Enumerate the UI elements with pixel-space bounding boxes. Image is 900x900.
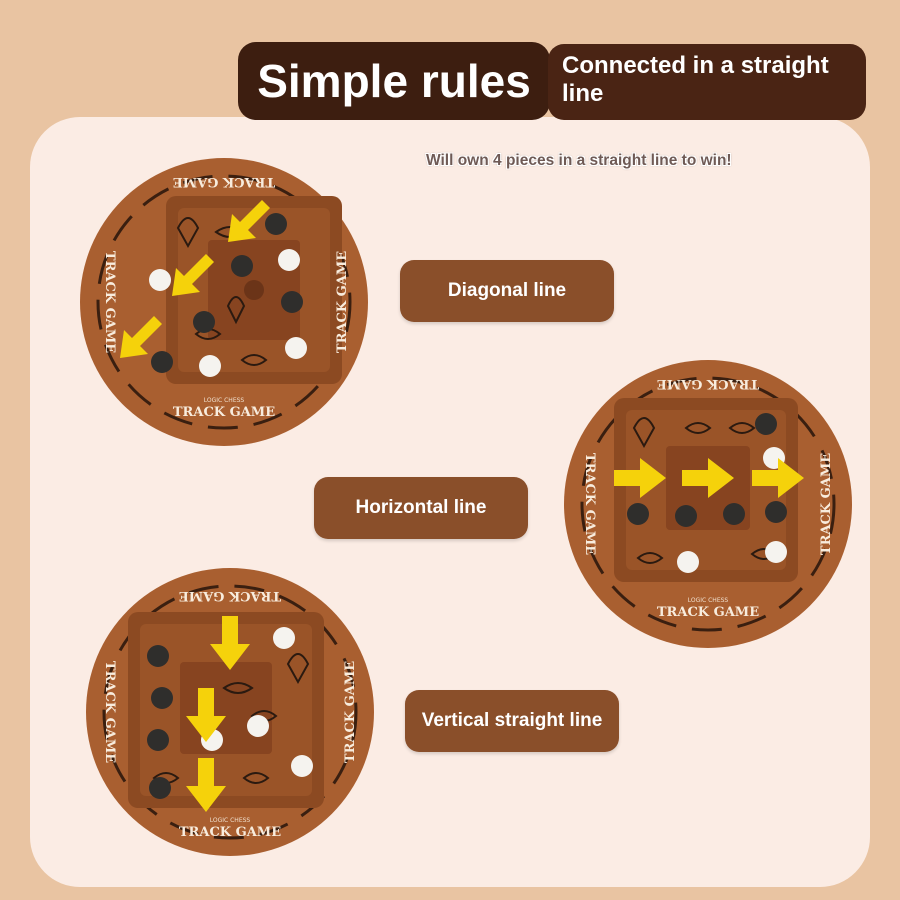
title-banner: Simple rules (238, 42, 550, 120)
board-name-left: TRACK GAME (102, 661, 117, 763)
board-tagline-bottom: LOGIC CHESS (210, 817, 251, 824)
label-diagonal-line: Diagonal line (400, 260, 614, 322)
board-vertical: TRACK GAME LOGIC CHESS TRACK GAME TRACK … (84, 566, 376, 858)
board-name-right: TRACK GAME (343, 661, 358, 763)
board-name-right: TRACK GAME (335, 251, 350, 353)
board-tagline-bottom: LOGIC CHESS (688, 597, 729, 604)
board-horizontal: TRACK GAME LOGIC CHESS TRACK GAME TRACK … (562, 358, 854, 650)
board-name-bottom: TRACK GAME (173, 405, 275, 420)
board-name-top: TRACK GAME (657, 376, 759, 391)
page-title: Simple rules (257, 55, 531, 107)
board-diagonal: TRACK GAME LOGIC CHESS TRACK GAME TRACK … (78, 156, 370, 448)
board-name-bottom: TRACK GAME (657, 605, 759, 620)
board-name-top: TRACK GAME (173, 174, 275, 189)
label-diagonal-text: Diagonal line (447, 280, 567, 301)
board-name-top: TRACK GAME (179, 588, 281, 603)
win-rule-text: Will own 4 pieces in a straight line to … (426, 152, 732, 169)
label-vertical-text: Vertical straight line (421, 710, 603, 731)
label-horizontal-line: Horizontal line (314, 477, 528, 539)
board-name-right: TRACK GAME (819, 453, 834, 555)
subtitle-banner: Connected in a straight line (548, 44, 866, 120)
page-subtitle: Connected in a straight line (562, 52, 829, 107)
board-tagline-bottom: LOGIC CHESS (204, 397, 245, 404)
label-vertical-line: Vertical straight line (405, 690, 619, 752)
board-name-left: TRACK GAME (582, 453, 597, 555)
board-name-bottom: TRACK GAME (179, 825, 281, 840)
label-horizontal-text: Horizontal line (355, 497, 487, 518)
board-name-left: TRACK GAME (102, 251, 117, 353)
